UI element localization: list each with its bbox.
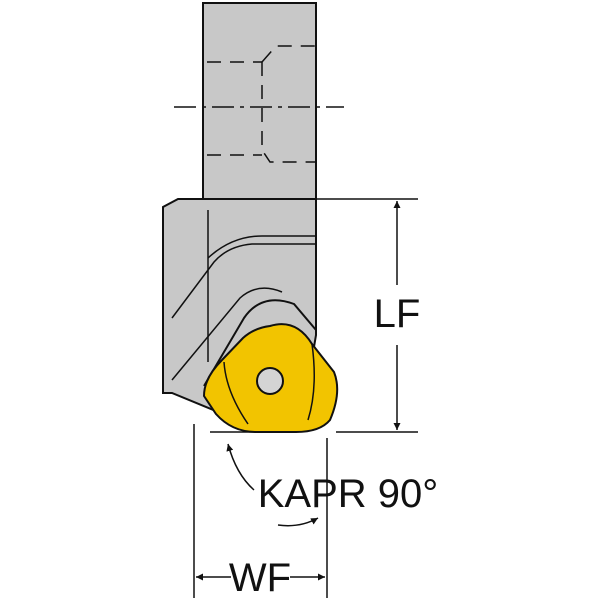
- kapr-dimension: [210, 431, 319, 527]
- tool-shank: [202, 2, 317, 204]
- hidden-lines: [207, 45, 316, 163]
- head-feature-lines: [171, 210, 316, 381]
- wf-dimension: [193, 424, 328, 598]
- wf-label: WF: [229, 556, 291, 600]
- insert-seat: [203, 299, 317, 387]
- insert-inner-outline: [223, 343, 315, 425]
- kapr-label: KAPR 90°: [258, 472, 439, 516]
- lf-dimension: [316, 198, 418, 433]
- lf-label: LF: [374, 292, 421, 336]
- insert-hole: [256, 367, 284, 395]
